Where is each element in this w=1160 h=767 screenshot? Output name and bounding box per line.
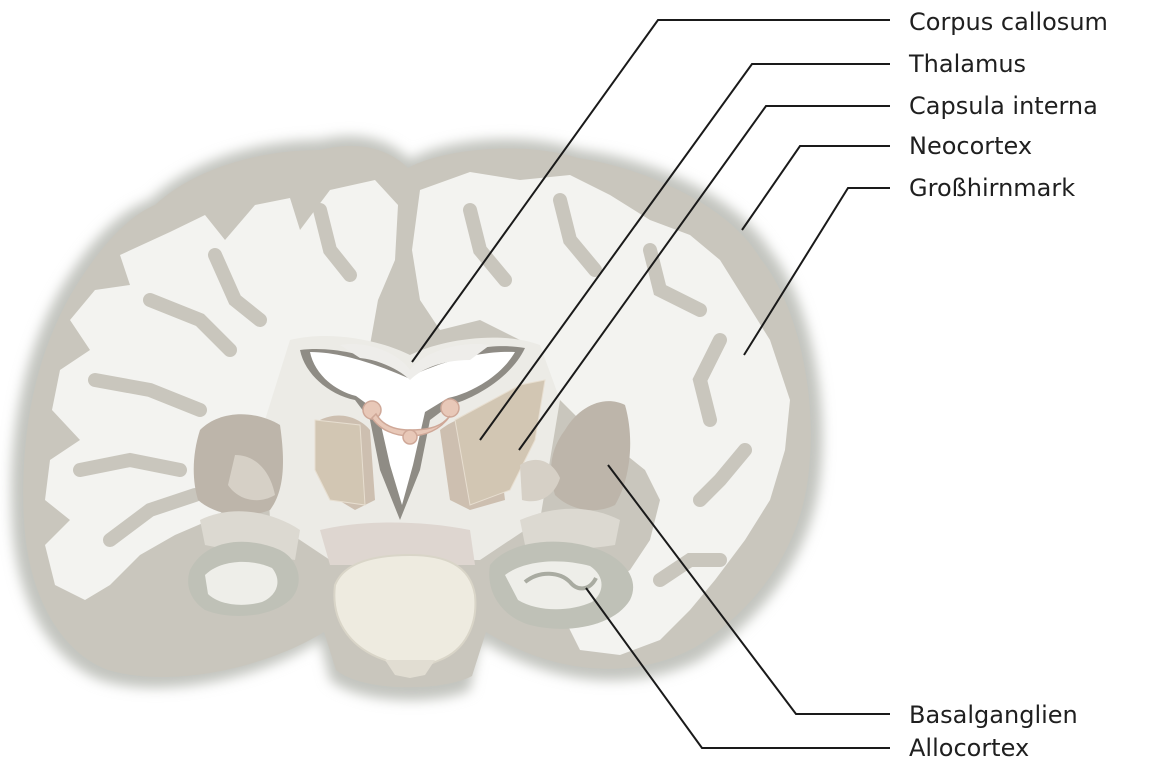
label-grosshirnmark: Großhirnmark [909,176,1075,200]
label-basalganglien: Basalganglien [909,703,1078,727]
label-thalamus: Thalamus [909,52,1026,76]
label-capsula-interna: Capsula interna [909,94,1098,118]
label-allocortex: Allocortex [909,736,1029,760]
label-neocortex: Neocortex [909,134,1032,158]
label-corpus-callosum: Corpus callosum [909,10,1108,34]
